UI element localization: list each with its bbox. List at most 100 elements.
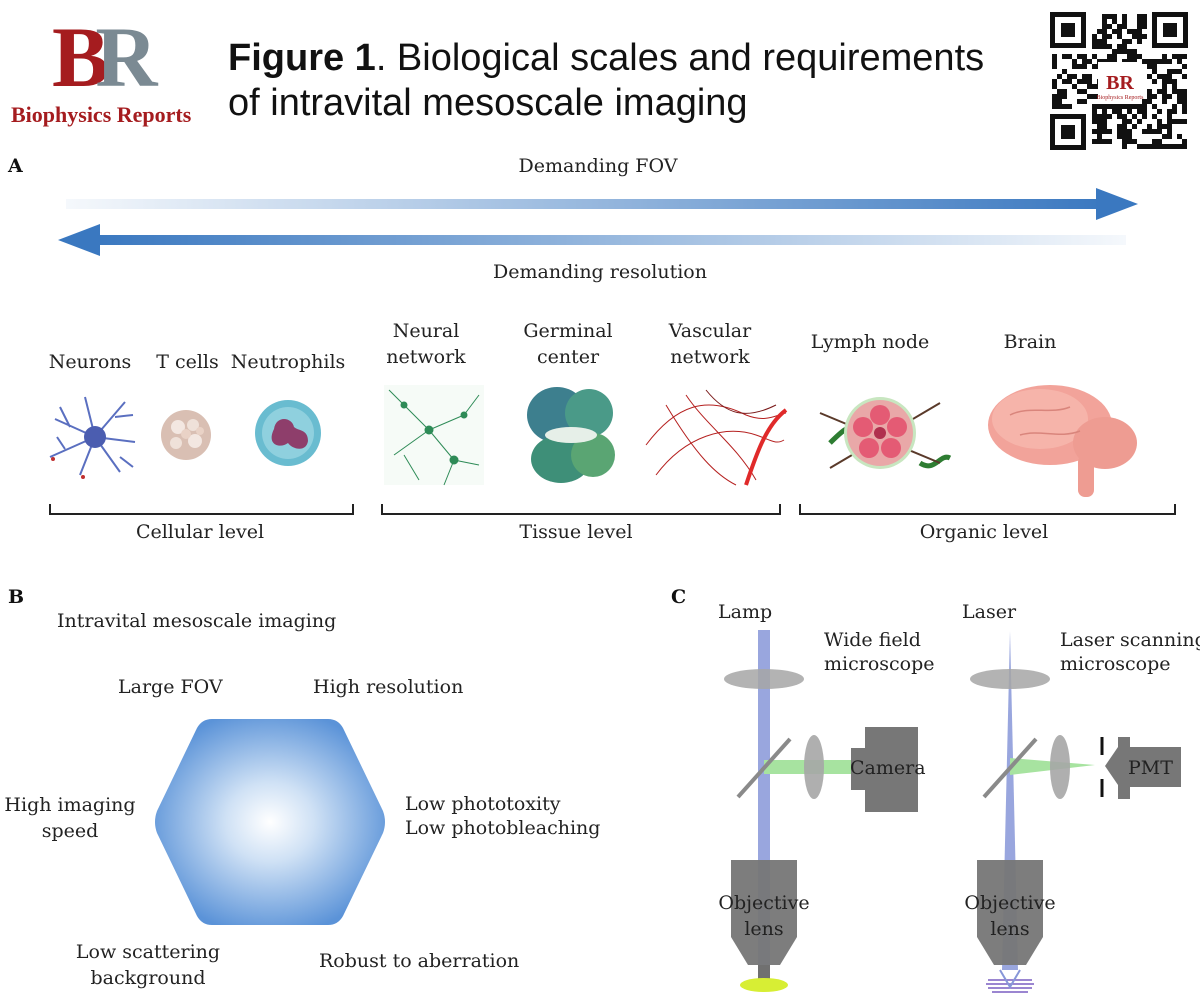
high-imaging-speed-line2: speed [41,820,99,842]
low-scattering-line1: Low scattering [75,941,221,963]
large-fov-label: Large FOV [118,676,223,698]
scale-arrows [58,188,1138,256]
vascular-network-label: Vascular network [650,318,770,370]
dichroic-mirror [736,737,792,799]
high-resolution-label: High resolution [313,676,464,698]
figure-title-rest: . Biological scales and requirements [375,37,985,79]
neutrophil-image [255,400,321,466]
laser-scanning-line1: Laser scanning [1060,629,1200,651]
qr-code-graphic: BR Biophysics Reports [1048,10,1190,152]
laser-objective-label-line2: lens [990,918,1030,940]
tissue-level-label: Tissue level [519,521,633,543]
objective-label-line2: lens [744,918,784,940]
laser-scanning-label: Laser scanning microscope [1060,628,1200,676]
germinal-center-label-line2: center [536,346,600,368]
pmt-cone [1105,747,1118,785]
camera-mount [851,748,867,790]
germinal-center-label-line1: Germinal [523,320,613,342]
low-scattering-label: Low scattering background [70,939,226,991]
scan-pattern [986,969,1034,993]
t-cell-image [161,410,211,460]
cellular-level-label: Cellular level [135,521,265,543]
vascular-network-image [645,389,788,486]
logo-journal-name: Biophysics Reports [11,102,192,127]
lymph-node-label: Lymph node [810,331,930,353]
neurons-label: Neurons [48,351,132,373]
high-imaging-speed-label: High imaging speed [2,792,138,844]
germinal-center-label: Germinal center [508,318,628,370]
laser-objective-body [977,860,1043,965]
wide-field-line2: microscope [824,653,935,675]
lamp-label: Lamp [718,601,773,623]
laser-tube-lens [1050,735,1070,799]
neutrophils-label: Neutrophils [230,351,346,373]
requirements-hexagon [155,719,385,925]
brain-label: Brain [1003,331,1057,353]
wide-field-sample [740,978,788,992]
level-brackets [49,504,1176,515]
objective-label-line1: Objective [718,892,810,914]
organic-level-label: Organic level [919,521,1049,543]
panel-c-label: C [671,586,687,608]
lymph-node-image [819,397,952,469]
wide-field-line1: Wide field [824,629,921,651]
neural-network-label-line2: network [386,346,466,368]
low-phototoxicity-label: Low phototoxity Low photobleaching [405,792,600,840]
neural-network-image [384,385,484,486]
panel-b-heading: Intravital mesoscale imaging [57,610,337,632]
pmt-label: PMT [1128,757,1173,779]
qr-code[interactable]: BR Biophysics Reports [1048,10,1190,152]
qr-center-mark: BR [1106,72,1134,94]
resolution-arrow [58,224,1126,256]
camera-body [865,727,918,812]
lamp-condenser-lens [724,669,804,689]
figure-title-line1: Figure 1. Biological scales and requirem… [228,36,984,81]
camera-label: Camera [850,757,926,779]
laser-objective-label: Objective lens [960,890,1060,942]
demanding-fov-label: Demanding FOV [518,155,678,177]
pmt-mount [1118,737,1130,799]
microscope-diagrams [724,630,1181,993]
panel-b-label: B [8,586,25,608]
logo-letters: BR [52,14,158,100]
journal-logo: BR Biophysics Reports [11,14,218,134]
laser-objective-label-line1: Objective [964,892,1056,914]
neuron-image [49,396,136,479]
tube-lens [804,735,824,799]
neural-network-label-line1: Neural [392,320,460,342]
low-phototoxity-line: Low phototoxity [405,793,561,815]
objective-lens-body [731,860,797,965]
fov-arrow [66,188,1138,220]
logo-r: R [95,9,157,105]
laser-lens [970,669,1050,689]
figure-title-line2: of intravital mesoscale imaging [228,82,748,124]
t-cells-label: T cells [156,351,219,373]
tissue-bracket [381,504,781,515]
low-scattering-line2: background [90,967,206,989]
pmt-body [1129,747,1181,787]
wide-field-diagram [724,630,918,992]
figure-number: Figure 1 [228,37,376,79]
laser-label: Laser [962,601,1017,623]
organic-bracket [799,504,1176,515]
vascular-network-label-line2: network [670,346,750,368]
low-photobleaching-line: Low photobleaching [405,817,601,839]
figure-title: Figure 1. Biological scales and requirem… [228,36,984,126]
biological-scale-images [49,385,1137,497]
brain-image [988,385,1137,497]
high-imaging-speed-line1: High imaging [4,794,136,816]
germinal-center-image [527,387,615,483]
qr-center-caption: Biophysics Reports [1097,95,1144,101]
laser-dichroic-mirror [982,737,1038,799]
laser-scanning-line2: microscope [1060,653,1171,675]
objective-label: Objective lens [714,890,814,942]
cellular-bracket [49,504,354,515]
wide-field-label: Wide field microscope [824,628,935,676]
laser-scanning-diagram [970,631,1181,993]
panel-a-label: A [8,155,23,177]
vascular-network-label-line1: Vascular [668,320,752,342]
robust-aberration-label: Robust to aberration [319,950,520,972]
logo-b: B [52,9,109,105]
demanding-resolution-label: Demanding resolution [493,261,707,283]
neural-network-label: Neural network [366,318,486,370]
